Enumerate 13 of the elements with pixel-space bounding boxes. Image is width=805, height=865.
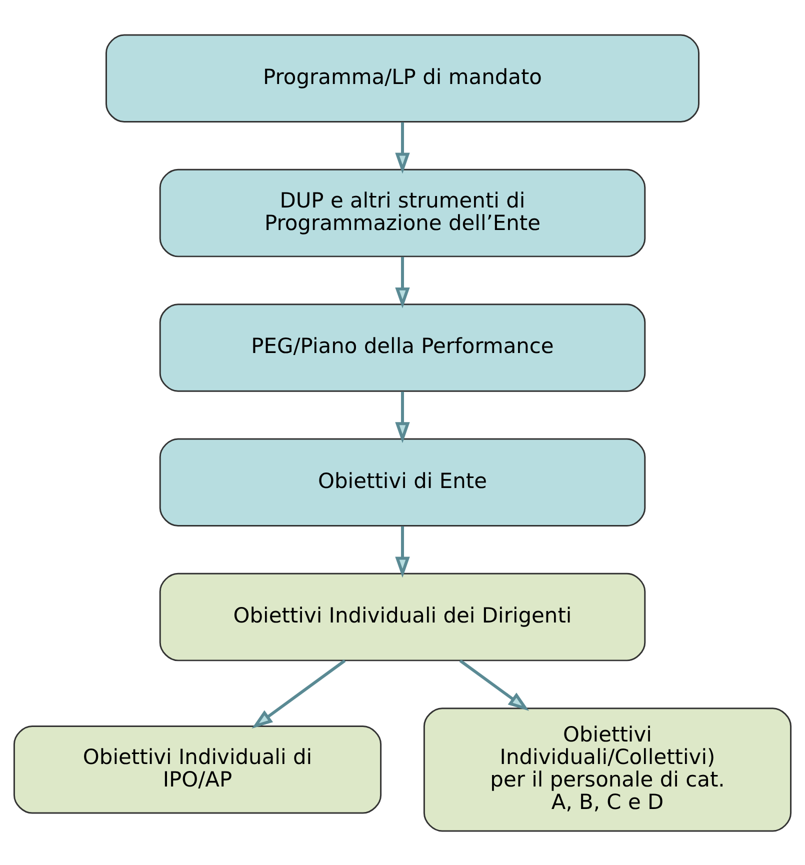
node-box: PEG/Piano della Performance (159, 303, 646, 392)
node-box: Programma/LP di mandato (105, 34, 700, 122)
arrow (459, 658, 530, 710)
arrow (395, 391, 410, 443)
node-box: Obiettivi Individuali/Collettivi) per il personale di cat. A, B, C e D (423, 707, 792, 832)
arrow (395, 256, 410, 308)
node-box: DUP e altri strumenti di Programmazione dell’Ente (159, 168, 646, 257)
arrow (395, 122, 410, 174)
node-box: Obiettivi di Ente (159, 438, 646, 526)
node-box: Obiettivi Individuali dei Dirigenti (159, 572, 646, 661)
node-box: Obiettivi Individuali di IPO/AP (13, 725, 382, 814)
arrow (252, 658, 346, 728)
arrow (395, 526, 410, 578)
